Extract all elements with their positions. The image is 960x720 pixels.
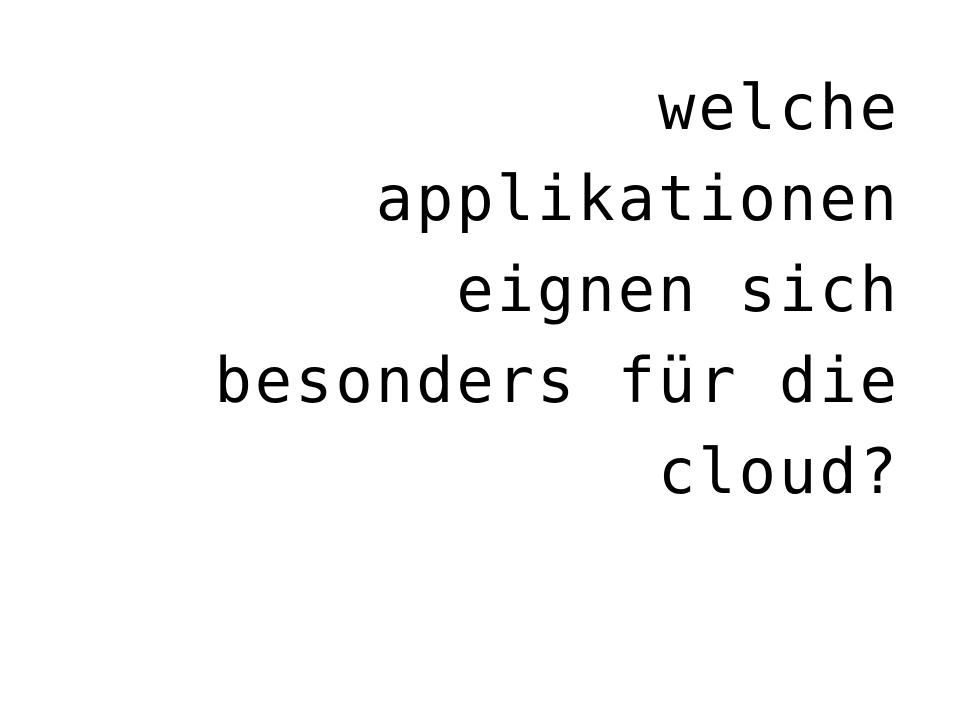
title-line: welche: [658, 71, 900, 144]
title-line: eignen sich: [456, 253, 900, 326]
title-line: besonders für die: [214, 344, 900, 417]
title-line: cloud?: [658, 435, 900, 508]
slide-title: welche applikationen eignen sich besonde…: [214, 62, 900, 517]
title-line: applikationen: [375, 162, 900, 235]
